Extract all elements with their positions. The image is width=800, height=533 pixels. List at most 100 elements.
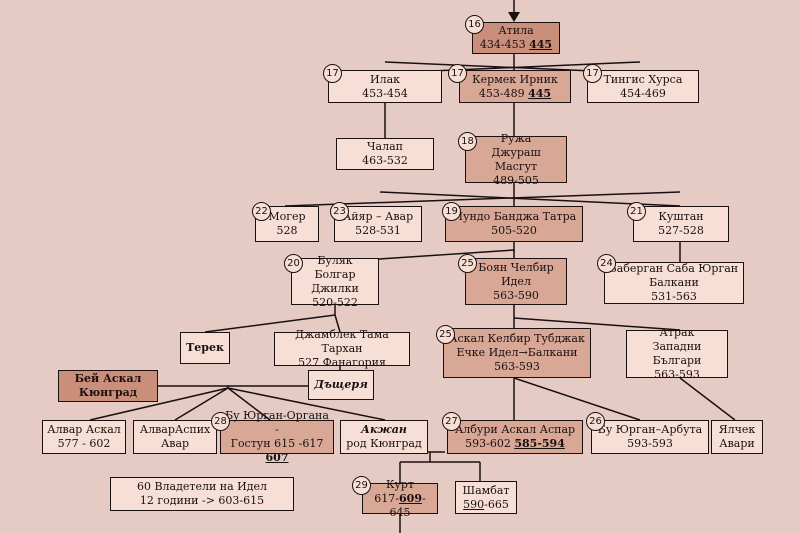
badge-bulyak: 20 bbox=[284, 254, 303, 273]
node-alvar-askal-name: Алвар Аскал bbox=[47, 423, 121, 436]
node-boyan[interactable]: Боян Челбир Идел 563-590 bbox=[465, 258, 567, 305]
node-dashterya[interactable]: Дъщеря bbox=[308, 370, 374, 400]
node-bulyak-years: 520-522 bbox=[312, 295, 358, 309]
badge-zaberган: 24 bbox=[597, 254, 616, 273]
node-alvar-aspih-years: Авар bbox=[160, 437, 190, 450]
node-akzhan[interactable]: Акжан род Кюнград bbox=[340, 420, 428, 454]
node-boyan-name2: Идел bbox=[501, 274, 531, 288]
node-atrak[interactable]: Атрак Западни Българи 563-593 bbox=[626, 326, 728, 381]
node-atrak-name: Атрак bbox=[659, 326, 695, 339]
node-kurt-years: 617- bbox=[374, 491, 400, 505]
badge-atila: 16 bbox=[465, 15, 484, 34]
node-dzhamblek-name: Джамблек Тама Тархан bbox=[295, 328, 389, 355]
node-shambat[interactable]: Шамбат 590-665 bbox=[455, 481, 517, 514]
node-akzhan-name: Акжан bbox=[361, 423, 407, 436]
badge-ayar: 23 bbox=[330, 202, 349, 221]
node-zaberган[interactable]: Заберган Саба Юрган Балкани 531-563 bbox=[604, 262, 744, 304]
node-ruzha-name2: Джураш Масгут bbox=[491, 145, 541, 173]
badge-kermek: 17 bbox=[448, 64, 467, 83]
node-moger-name: Могер bbox=[268, 210, 306, 223]
node-zaberган-name: Заберган Саба Юрган bbox=[609, 262, 739, 275]
node-atrak-years: 563-593 bbox=[654, 368, 700, 381]
badge-kushtan: 21 bbox=[627, 202, 646, 221]
node-shambat-name: Шамбат bbox=[462, 483, 510, 497]
node-ilak-years: 453-454 bbox=[362, 86, 408, 100]
node-chalap[interactable]: Чалап 463-532 bbox=[336, 138, 434, 170]
node-dzhamblek[interactable]: Джамблек Тама Тархан 527 Фанагория bbox=[274, 328, 410, 369]
node-bulyak-name2: Джилки bbox=[311, 281, 359, 295]
badge-askal: 25 bbox=[436, 325, 455, 344]
node-boyan-name: Боян Челбир bbox=[478, 260, 554, 274]
node-boyan-years: 563-590 bbox=[493, 288, 539, 302]
node-kermek-name: Кермек Ирник bbox=[472, 72, 558, 86]
node-tingis[interactable]: Тингис Хурса 454-469 bbox=[587, 70, 699, 103]
node-alvar-aspih[interactable]: АлварАспих Авар bbox=[133, 420, 217, 454]
badge-kurt: 29 bbox=[352, 476, 371, 495]
node-bu-yurgan-organa-name: Бу Юрган-Органа - bbox=[225, 409, 329, 436]
badge-moger: 22 bbox=[252, 202, 271, 221]
node-chalap-years: 463-532 bbox=[362, 154, 408, 167]
node-kurt-years2: 609 bbox=[399, 491, 422, 505]
node-kermek[interactable]: Кермек Ирник 453-489 445 bbox=[459, 70, 571, 103]
node-mundo[interactable]: Мундо Банджа Татра 505-520 bbox=[445, 206, 583, 242]
node-atila-years2: 445 bbox=[529, 38, 553, 51]
node-bu-yurgan-arbuta[interactable]: Бу Юрган–Арбута 593-593 bbox=[591, 420, 709, 454]
node-bu-yurgan-organa-years: Гостун 615 -617 bbox=[230, 437, 324, 450]
node-kushtan-years: 527-528 bbox=[658, 224, 704, 237]
node-tingis-name: Тингис Хурса bbox=[603, 72, 683, 86]
node-askal-name2: Ечке Идел→Балкани bbox=[456, 346, 578, 359]
badge-boyan: 25 bbox=[458, 254, 477, 273]
node-askal-years: 563-593 bbox=[494, 360, 540, 373]
node-atila-years: 434-453 bbox=[479, 38, 526, 51]
node-alburi-years: 593-602 bbox=[465, 437, 511, 450]
node-alvar-aspih-name: АлварАспих bbox=[139, 423, 211, 436]
node-bu-yurgan-arbuta-years: 593-593 bbox=[627, 437, 673, 450]
badge-tingis: 17 bbox=[583, 64, 602, 83]
node-askal[interactable]: Аскал Келбир Тубджак Ечке Идел→Балкани 5… bbox=[443, 328, 591, 378]
badge-ilak: 17 bbox=[323, 64, 342, 83]
node-akzhan-years: род Кюнград bbox=[346, 437, 422, 450]
node-ayar-name: Айяр – Авар bbox=[342, 210, 414, 223]
node-dzhamblek-years: 527 Фанагория bbox=[298, 356, 386, 369]
node-vladeteli-years: 12 години -> 603-615 bbox=[139, 494, 265, 507]
node-atila[interactable]: Атила 434-453 445 bbox=[472, 22, 560, 54]
badge-ruzha: 18 bbox=[458, 132, 477, 151]
node-bulyak[interactable]: Буляк Болгар Джилки 520-522 bbox=[291, 254, 379, 309]
node-bey-name2: Кюнград bbox=[78, 386, 138, 399]
node-ruzha-name: Ружа bbox=[500, 131, 532, 145]
node-ayar-years: 528-531 bbox=[355, 224, 401, 237]
node-bey[interactable]: Бей Аскал Кюнград bbox=[58, 370, 158, 402]
node-alvar-askal-years: 577 - 602 bbox=[57, 437, 111, 450]
node-atila-name: Атила bbox=[498, 24, 534, 37]
node-dashterya-name: Дъщеря bbox=[314, 378, 368, 391]
node-ruzha-years: 489-505 bbox=[493, 173, 539, 187]
node-vladeteli[interactable]: 60 Владетели на Идел 12 години -> 603-61… bbox=[110, 477, 294, 511]
node-tingis-years: 454-469 bbox=[620, 86, 666, 100]
node-kushtan-name: Куштан bbox=[658, 210, 704, 223]
node-kermek-years: 453-489 bbox=[478, 86, 525, 100]
node-vladeteli-name: 60 Владетели на Идел bbox=[136, 480, 268, 493]
node-bu-yurgan-organa[interactable]: Бу Юрган-Органа - Гостун 615 -617 607 bbox=[220, 409, 334, 464]
node-bu-yurgan-arbuta-name: Бу Юрган–Арбута bbox=[597, 423, 703, 436]
node-kurt[interactable]: Курт 617-609-645 bbox=[362, 478, 438, 519]
badge-alburi: 27 bbox=[442, 412, 461, 431]
node-alburi-years2: 585-594 bbox=[514, 437, 565, 450]
node-shambat-years: 590 bbox=[463, 497, 485, 511]
node-bey-name: Бей Аскал bbox=[74, 372, 142, 385]
node-ilak[interactable]: Илак 453-454 bbox=[328, 70, 442, 103]
node-ruzha[interactable]: Ружа Джураш Масгут 489-505 bbox=[465, 132, 567, 187]
node-alburi[interactable]: Албури Аскал Аспар 593-602 585-594 bbox=[447, 420, 583, 454]
node-bu-yurgan-organa-years2: 607 bbox=[265, 451, 289, 464]
node-kurt-years3: -645 bbox=[389, 491, 426, 519]
node-alvar-askal[interactable]: Алвар Аскал 577 - 602 bbox=[42, 420, 126, 454]
node-moger-years: 528 bbox=[276, 224, 298, 237]
node-yalchek[interactable]: Ялчек Авари bbox=[711, 420, 763, 454]
node-mundo-years: 505-520 bbox=[491, 224, 537, 237]
badge-bu-yurgan-organa: 28 bbox=[211, 412, 230, 431]
node-chalap-name: Чалап bbox=[367, 140, 403, 153]
node-kushtan[interactable]: Куштан 527-528 bbox=[633, 206, 729, 242]
node-mundo-name: Мундо Банджа Татра bbox=[451, 210, 577, 223]
node-alburi-name: Албури Аскал Аспар bbox=[454, 423, 576, 436]
node-terek[interactable]: Терек bbox=[180, 332, 230, 364]
